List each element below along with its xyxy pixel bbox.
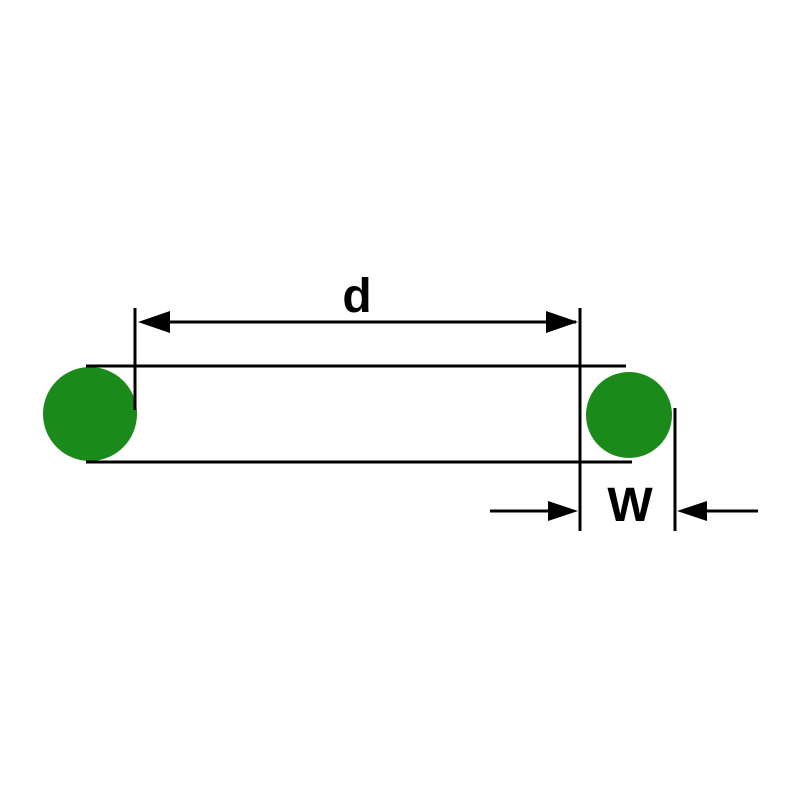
- w-arrowhead-right-icon: [677, 501, 707, 521]
- oring-right-cross-section-circle: [586, 372, 672, 458]
- d-arrowhead-right-icon: [546, 311, 578, 333]
- oring-left-cross-section-circle: [43, 367, 137, 461]
- d-dimension-label: d: [342, 270, 371, 323]
- d-arrowhead-left-icon: [138, 311, 170, 333]
- w-dimension-label: W: [607, 479, 653, 532]
- w-arrowhead-left-icon: [548, 501, 578, 521]
